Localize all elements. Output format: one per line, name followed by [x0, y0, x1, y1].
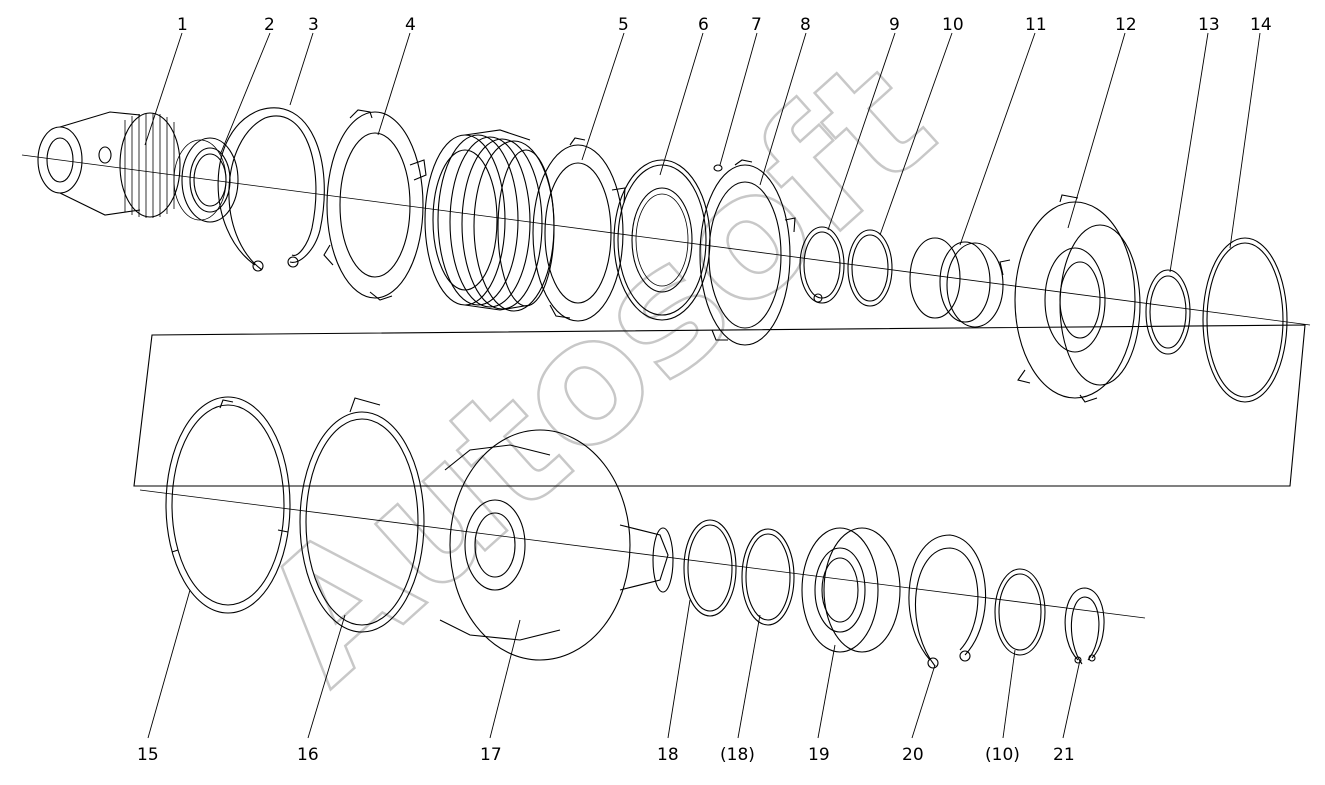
part-16-piston — [299, 397, 425, 633]
label-14: 14 — [1250, 15, 1272, 35]
part-20-snap-ring — [908, 534, 986, 669]
lower-assembly-frame — [133, 324, 1306, 487]
label-16: 16 — [297, 745, 319, 765]
label-17: 17 — [480, 745, 502, 765]
part-13-seal-ring — [1145, 269, 1191, 355]
part-7-pin — [713, 164, 723, 172]
part-18b-seal-ring — [741, 528, 795, 626]
leader-lines — [144, 32, 1261, 739]
top-axis-line — [21, 154, 1311, 326]
part-19-bearing — [801, 527, 901, 653]
part-3-snap-ring — [217, 107, 325, 272]
part-21-circlip — [1064, 587, 1105, 665]
part-9-snap-ring — [799, 226, 845, 304]
label-8: 8 — [800, 15, 811, 35]
label-7: 7 — [751, 15, 762, 35]
label-4: 4 — [405, 15, 416, 35]
label-5: 5 — [618, 15, 629, 35]
label-21: 21 — [1053, 745, 1075, 765]
label-12: 12 — [1115, 15, 1137, 35]
label-10: 10 — [942, 15, 964, 35]
part-2-bearing — [173, 137, 239, 223]
part-10b-ring — [994, 568, 1046, 656]
label-13: 13 — [1198, 15, 1220, 35]
part-1-splined-hub — [37, 111, 181, 218]
part-15-retaining-ring — [165, 396, 291, 614]
part-17-clutch-drum — [439, 429, 674, 661]
part-8-pressure-plate — [699, 159, 796, 346]
part-18-seal-ring — [683, 519, 737, 617]
label-9: 9 — [889, 15, 900, 35]
part-4-clutch-plate — [323, 109, 427, 301]
label-19: 19 — [808, 745, 830, 765]
label-11: 11 — [1025, 15, 1047, 35]
label-3: 3 — [308, 15, 319, 35]
label-18: 18 — [657, 745, 679, 765]
label-15: 15 — [137, 745, 159, 765]
label-10-paren: (10) — [985, 745, 1020, 765]
part-14-large-seal-ring — [1202, 237, 1288, 403]
bottom-labels: 15 16 17 18 (18) 19 20 (10) 21 — [137, 745, 1075, 765]
watermark-text: Autosoft — [225, 22, 970, 720]
clutch-pack — [424, 129, 555, 312]
part-5-steel-plate — [532, 137, 626, 322]
label-18-paren: (18) — [720, 745, 755, 765]
label-2: 2 — [264, 15, 275, 35]
part-11-ring — [909, 237, 1004, 328]
label-6: 6 — [698, 15, 709, 35]
part-12-piston-housing — [999, 194, 1141, 403]
label-1: 1 — [177, 15, 188, 35]
top-labels: 1 2 3 4 5 6 7 8 9 10 11 12 13 14 — [177, 15, 1272, 35]
part-10-ring — [847, 229, 893, 307]
label-20: 20 — [902, 745, 924, 765]
